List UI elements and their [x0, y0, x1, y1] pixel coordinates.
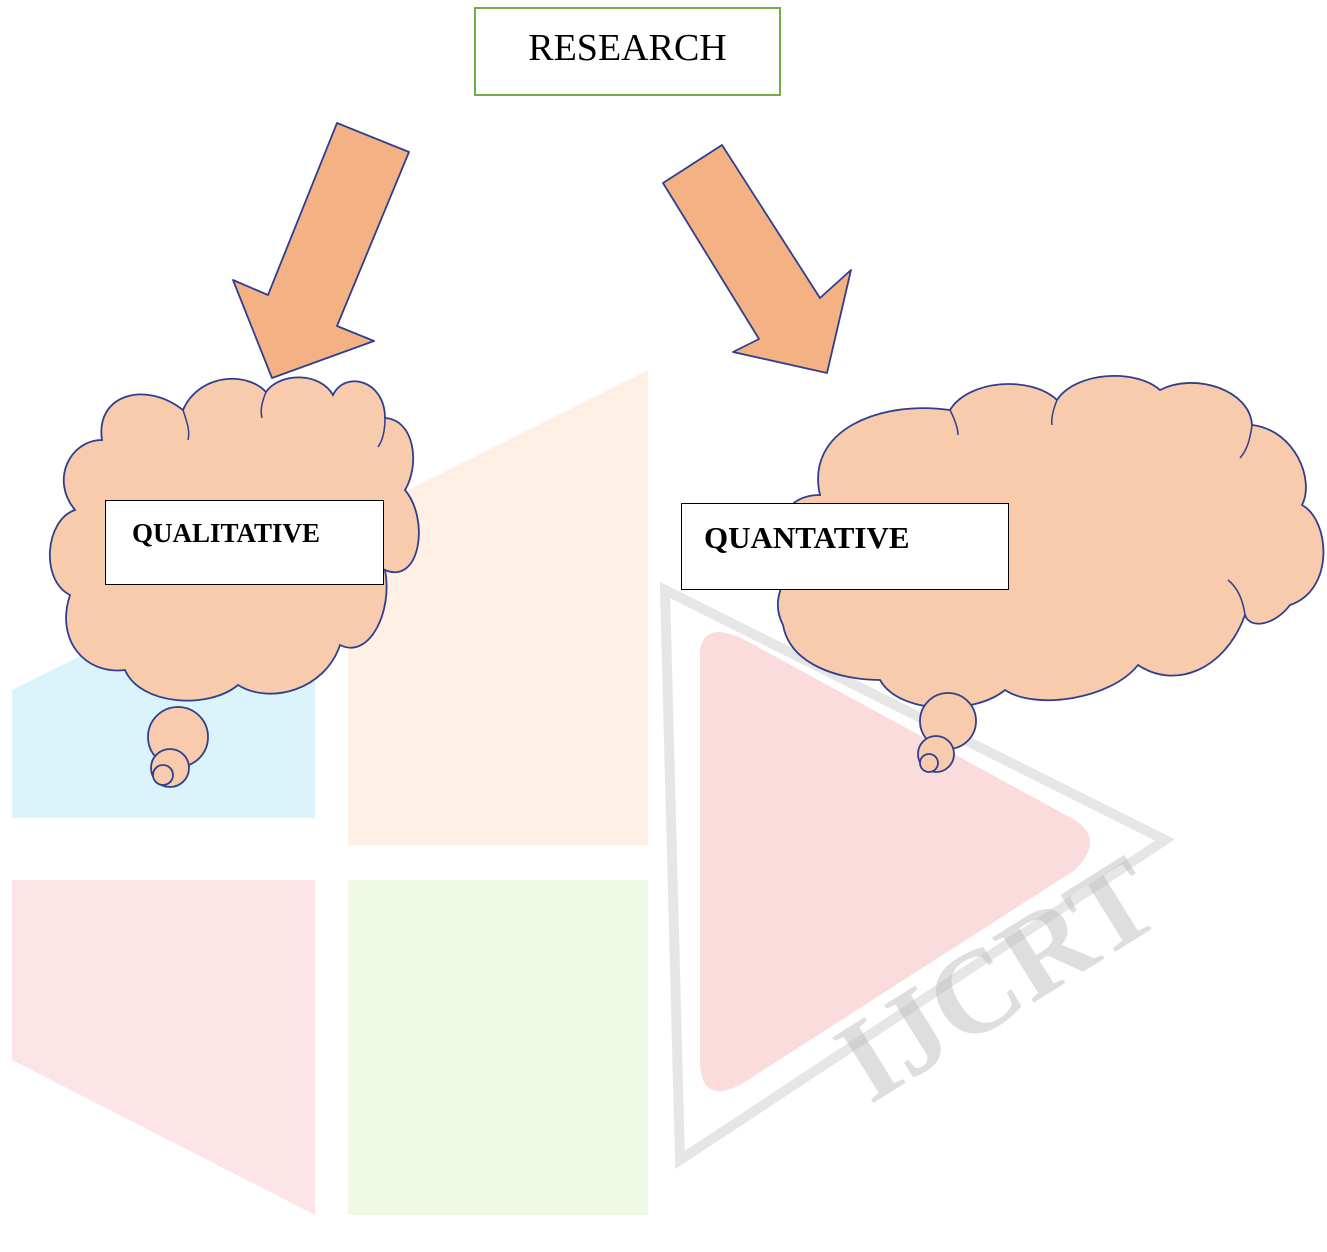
- watermark-red-panel: [12, 880, 315, 1215]
- watermark-play-frame: [659, 581, 1175, 1170]
- watermark-logo: IJCRT: [12, 370, 1181, 1215]
- research-root-label: RESEARCH: [528, 26, 727, 69]
- watermark-green-panel: [348, 880, 648, 1215]
- quantative-thought-cloud-icon: [777, 374, 1325, 773]
- watermark-play-triangle: [700, 632, 1090, 1092]
- qualitative-label: QUALITATIVE: [132, 518, 321, 548]
- research-root-box: RESEARCH: [474, 7, 781, 96]
- arrow-to-quantative-icon: [662, 144, 852, 374]
- qualitative-box: QUALITATIVE: [105, 500, 384, 585]
- watermark-orange-panel: [348, 370, 648, 845]
- quantative-box: QUANTATIVE: [681, 503, 1009, 590]
- quantative-label: QUANTATIVE: [704, 519, 910, 555]
- arrow-to-qualitative-icon: [232, 122, 410, 379]
